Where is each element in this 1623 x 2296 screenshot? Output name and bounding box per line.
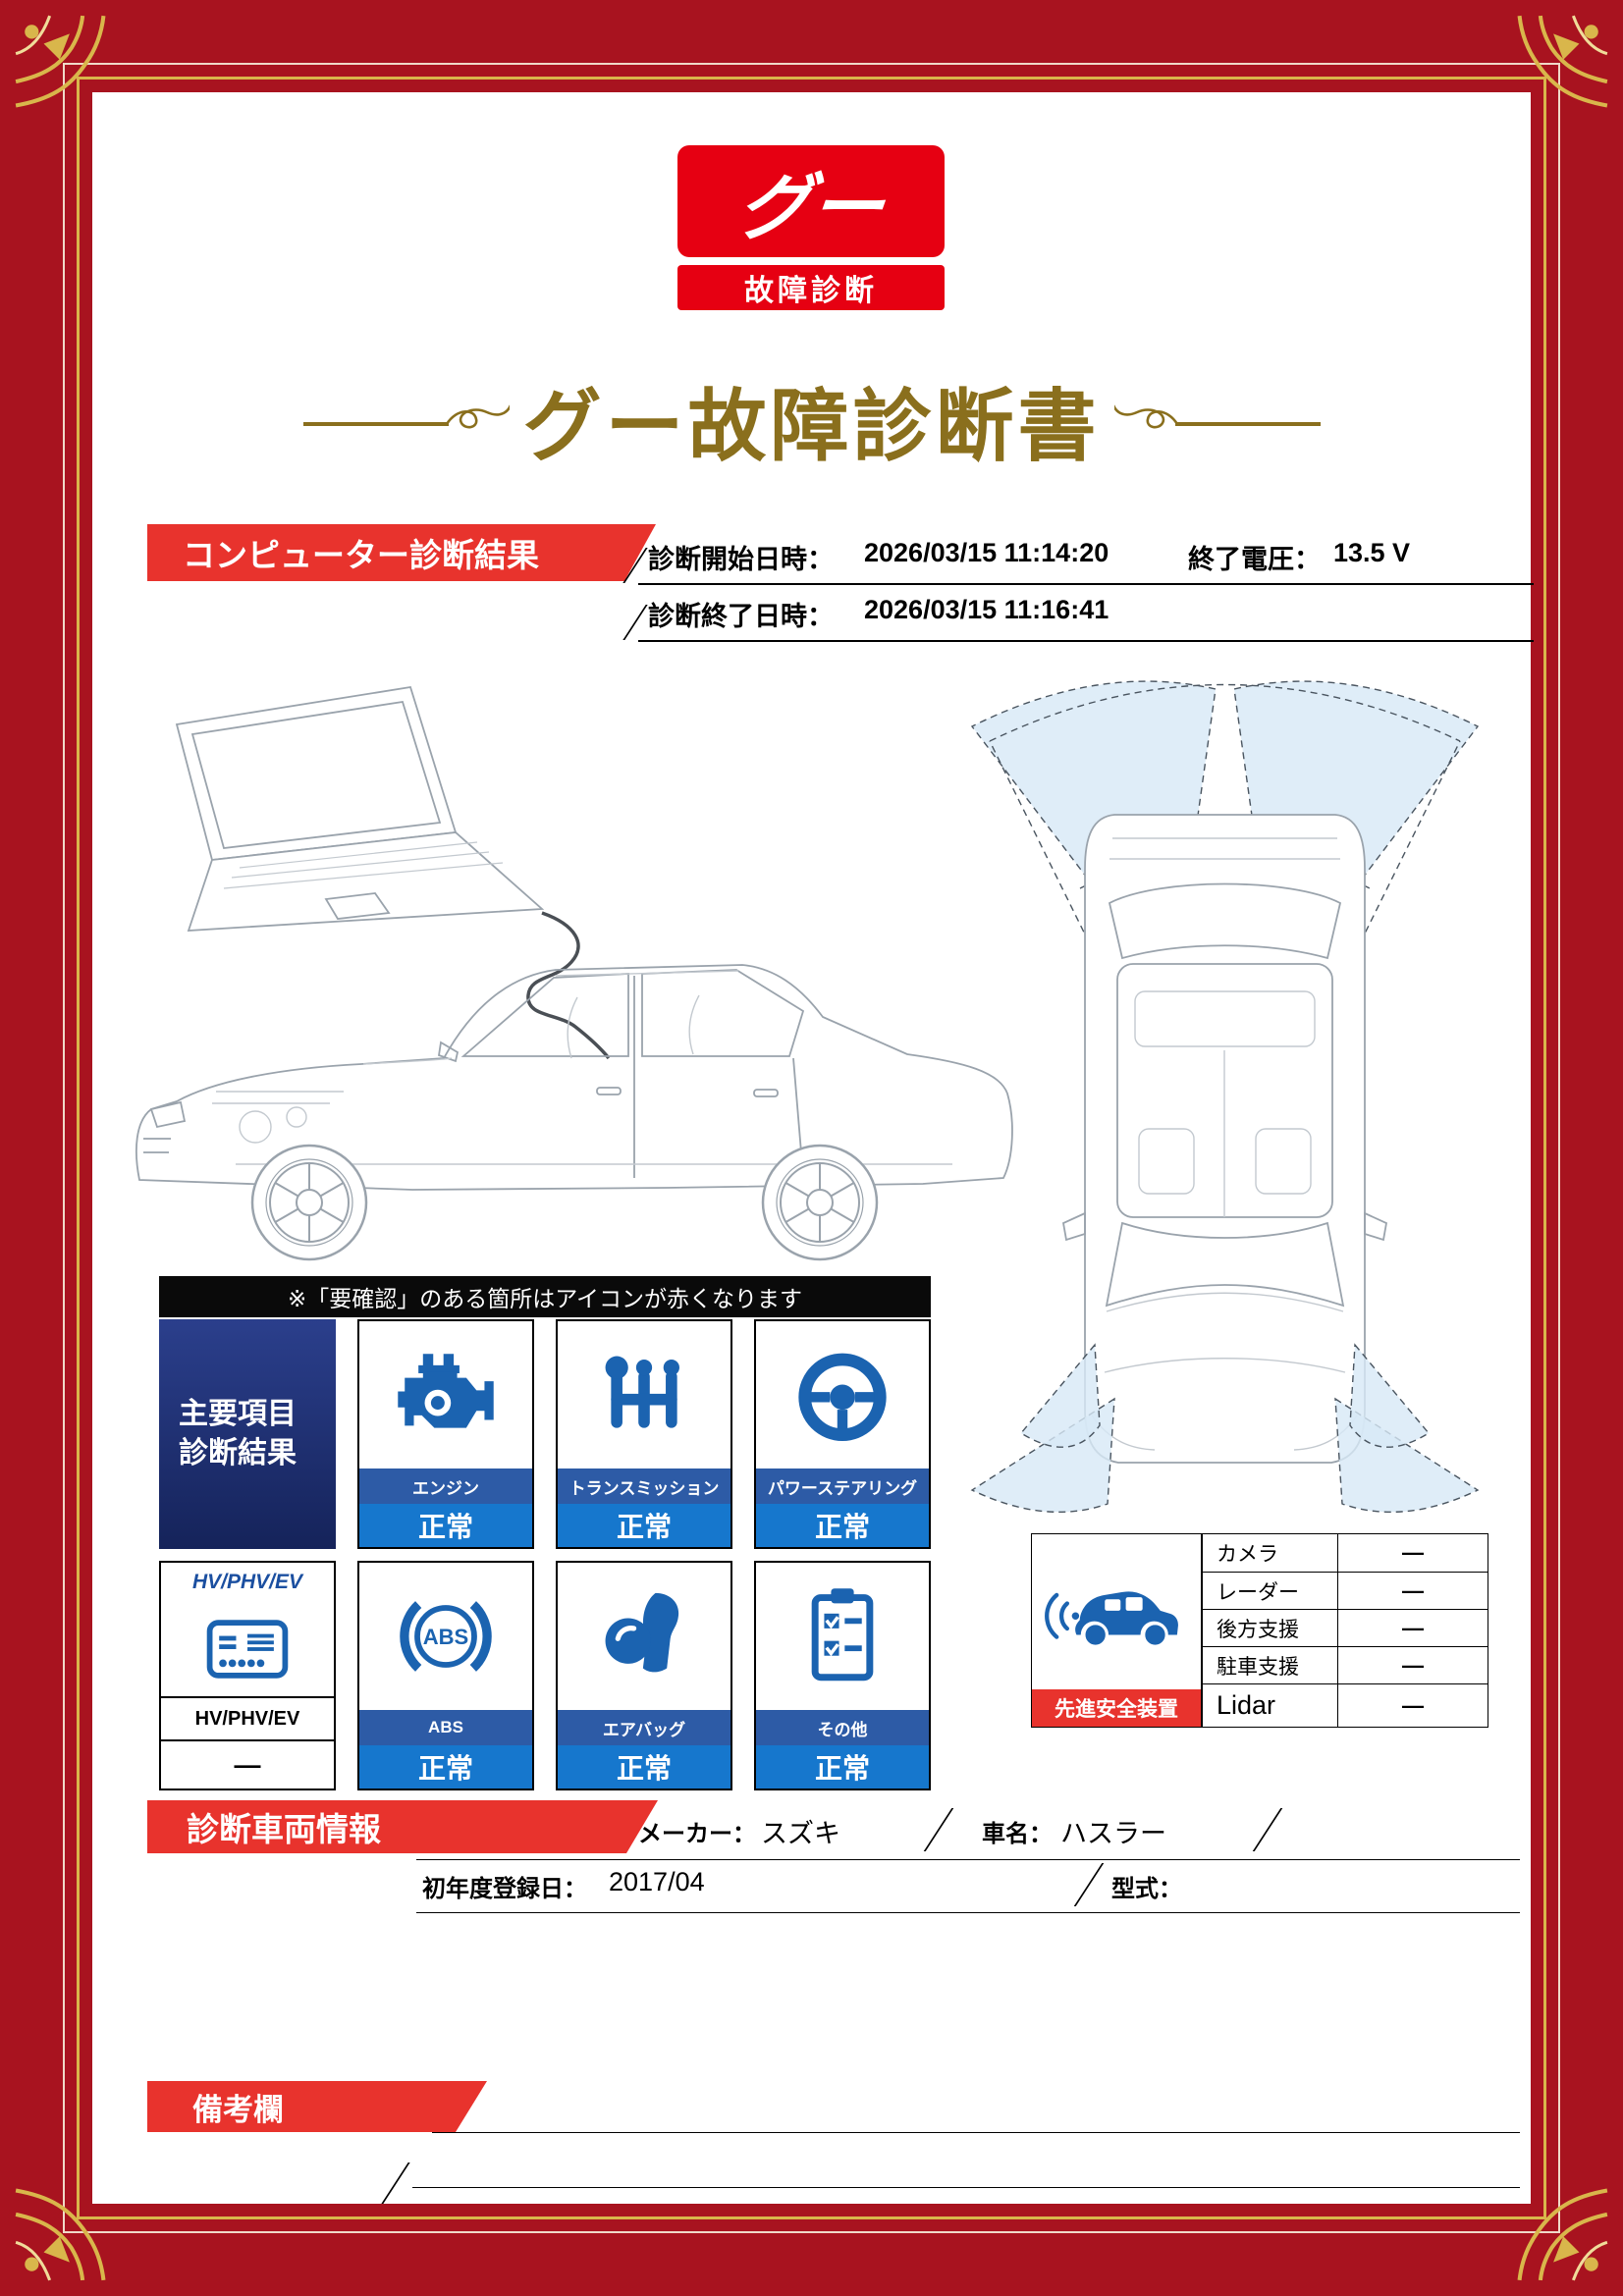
laptop-illustration <box>175 685 545 932</box>
steering-wheel-icon <box>756 1321 929 1468</box>
diagnosis-cell-hv: HV/PHV/EV HV/PHV/EV — <box>159 1561 336 1790</box>
maker-label: メーカー： <box>638 1821 756 1847</box>
main-results-header-line2: 診断結果 <box>179 1437 297 1469</box>
hv-title: HV/PHV/EV <box>191 1571 303 1593</box>
corner-ornament-bottom-right <box>1517 2188 1608 2281</box>
safety-row-lidar: Lidar — <box>1203 1683 1488 1727</box>
front-wheel <box>250 1144 368 1261</box>
car-top-illustration <box>1061 814 1388 1464</box>
safety-row-value: — <box>1402 1577 1424 1603</box>
safety-row-label: レーダー <box>1203 1573 1338 1609</box>
diagnosis-start-label: 診断開始日時： <box>648 545 834 574</box>
diagnosis-separator-line-1 <box>638 583 1534 585</box>
safety-row-label: カメラ <box>1203 1534 1338 1572</box>
hv-status: — <box>161 1739 334 1789</box>
airbag-icon <box>558 1563 730 1710</box>
end-voltage-value: 13.5 V <box>1333 538 1411 567</box>
goo-logo-caption-box: 故障診断 <box>677 265 945 310</box>
airbag-status: 正常 <box>558 1745 730 1789</box>
first-reg-label: 初年度登録日： <box>422 1876 587 1902</box>
abs-icon-text: ABS <box>423 1625 469 1649</box>
safety-row-parking-support: 駐車支援 — <box>1203 1646 1488 1683</box>
frame-gold-pinstripe <box>77 77 1546 2219</box>
end-voltage-label: 終了電圧： <box>1188 545 1321 574</box>
remarks-line-1 <box>432 2132 1520 2133</box>
car-side-illustration <box>135 964 1013 1261</box>
corner-ornament-bottom-left <box>15 2188 106 2281</box>
rear-sensor-zones <box>970 1343 1480 1514</box>
page-title: グー故障診断書 <box>522 383 1101 470</box>
other-status: 正常 <box>756 1745 929 1789</box>
computer-diagnosis-banner: コンピューター診断結果 <box>147 524 656 581</box>
goo-logo-caption: 故障診断 <box>744 275 878 307</box>
safety-device-banner: 先進安全装置 <box>1032 1689 1201 1727</box>
diagnosis-cell-steering: パワーステアリング 正常 <box>754 1319 931 1549</box>
main-results-header-line1: 主要項目 <box>179 1397 297 1430</box>
car-name-label: 車名： <box>982 1821 1053 1847</box>
remarks-banner: 備考欄 <box>147 2081 487 2132</box>
goo-logo-mark-box: グー <box>677 145 945 257</box>
diagnosis-separator-line-2 <box>638 640 1534 642</box>
remarks-line-2 <box>412 2187 1520 2188</box>
safety-row-value: — <box>1402 1652 1424 1678</box>
engine-label: エンジン <box>359 1468 532 1504</box>
diagnosis-end-value: 2026/03/15 11:16:41 <box>864 595 1109 624</box>
document-title-row: グー故障診断書 <box>0 363 1623 477</box>
vehicle-info-line-2 <box>416 1912 1520 1913</box>
hv-label: HV/PHV/EV <box>161 1696 334 1739</box>
corner-ornament-top-right <box>1517 15 1608 108</box>
transmission-icon <box>558 1321 730 1468</box>
diagnosis-end-label: 診断終了日時： <box>648 602 834 631</box>
transmission-status: 正常 <box>558 1504 730 1547</box>
other-label: その他 <box>756 1710 929 1745</box>
diagnosis-cell-other: その他 正常 <box>754 1561 931 1790</box>
safety-row-value: — <box>1402 1540 1424 1565</box>
diagnosis-cell-abs: ABS ABS 正常 <box>357 1561 534 1790</box>
first-reg-value: 2017/04 <box>609 1867 705 1896</box>
diagnosis-cell-engine: エンジン 正常 <box>357 1319 534 1549</box>
airbag-label: エアバッグ <box>558 1710 730 1745</box>
engine-icon <box>359 1321 532 1468</box>
title-flourish-left <box>302 404 510 429</box>
safety-row-rear-support: 後方支援 — <box>1203 1609 1488 1646</box>
attention-notice-bar: ※「要確認」のある箇所はアイコンが赤くなります <box>159 1276 931 1317</box>
maker-value: スズキ <box>761 1819 840 1848</box>
checklist-icon <box>756 1563 929 1710</box>
steering-label: パワーステアリング <box>756 1468 929 1504</box>
car-name-value: ハスラー <box>1060 1819 1166 1848</box>
abs-status: 正常 <box>359 1745 532 1789</box>
goo-logo: グー 故障診断 <box>677 145 945 310</box>
safety-row-label: Lidar <box>1203 1684 1338 1727</box>
safety-row-value: — <box>1402 1692 1424 1718</box>
title-flourish-right <box>1113 404 1321 429</box>
safety-row-label: 駐車支援 <box>1203 1647 1338 1683</box>
goo-logo-mark: グー <box>733 166 888 248</box>
diagnosis-start-value: 2026/03/15 11:14:20 <box>864 538 1109 567</box>
transmission-label: トランスミッション <box>558 1468 730 1504</box>
corner-ornament-top-left <box>15 15 106 108</box>
safety-device-box: 先進安全装置 <box>1031 1533 1202 1728</box>
abs-label: ABS <box>359 1710 532 1745</box>
safety-row-camera: カメラ — <box>1203 1534 1488 1572</box>
main-results-header: 主要項目 診断結果 <box>159 1319 336 1549</box>
safety-car-icon <box>1032 1534 1201 1689</box>
frame-white-pinstripe <box>63 63 1560 2233</box>
vehicle-illustrations <box>135 680 1480 1514</box>
model-code-label: 型式： <box>1111 1876 1182 1902</box>
obd-cable <box>526 911 611 1060</box>
abs-icon: ABS <box>359 1563 532 1710</box>
rear-wheel <box>761 1144 879 1261</box>
diagnosis-cell-transmission: トランスミッション 正常 <box>556 1319 732 1549</box>
steering-status: 正常 <box>756 1504 929 1547</box>
safety-row-label: 後方支援 <box>1203 1610 1338 1646</box>
engine-status: 正常 <box>359 1504 532 1547</box>
hv-phv-ev-icon <box>161 1602 334 1696</box>
safety-row-value: — <box>1402 1615 1424 1640</box>
vehicle-info-banner: 診断車両情報 <box>147 1800 658 1853</box>
safety-row-radar: レーダー — <box>1203 1572 1488 1609</box>
vehicle-info-line-1 <box>416 1859 1520 1860</box>
safety-device-table: カメラ — レーダー — 後方支援 — 駐車支援 — Lidar — <box>1202 1533 1488 1728</box>
diagnosis-cell-airbag: エアバッグ 正常 <box>556 1561 732 1790</box>
